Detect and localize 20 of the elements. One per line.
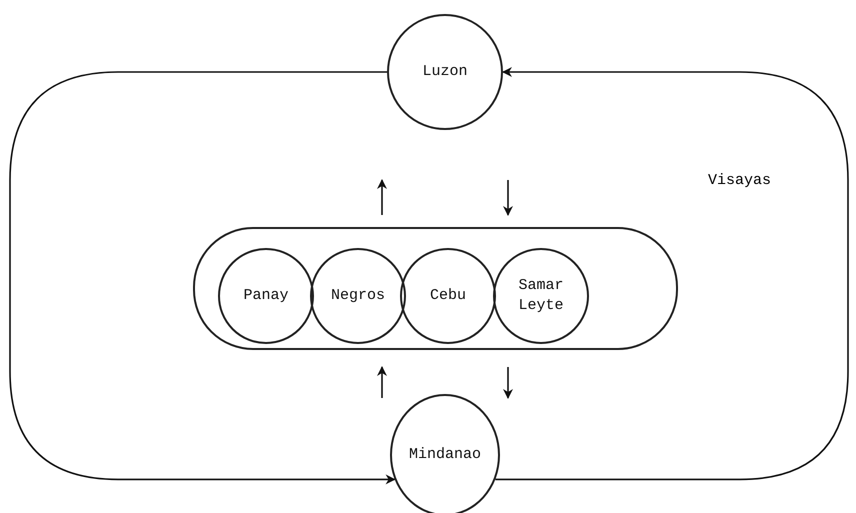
island-name: Luzon	[421, 62, 468, 82]
island-name: Samar Leyte	[517, 276, 564, 316]
island-circle	[387, 14, 503, 130]
arrow	[495, 67, 849, 480]
island-circle	[218, 248, 314, 344]
arrow	[503, 367, 513, 399]
arrow	[9, 71, 396, 484]
arrow	[377, 179, 387, 215]
island-name: Mindanao	[408, 444, 482, 465]
island-name: Panay	[242, 286, 290, 306]
island-circle	[390, 394, 500, 513]
island-circle	[400, 248, 496, 344]
region-label: Visayas	[708, 172, 772, 189]
arrow	[503, 180, 513, 216]
island-name: Cebu	[428, 286, 467, 306]
group-outline	[193, 227, 678, 350]
island-circle	[493, 248, 589, 344]
island-circle	[310, 248, 406, 344]
island-name: Negros	[330, 286, 386, 306]
arrow	[377, 366, 387, 398]
